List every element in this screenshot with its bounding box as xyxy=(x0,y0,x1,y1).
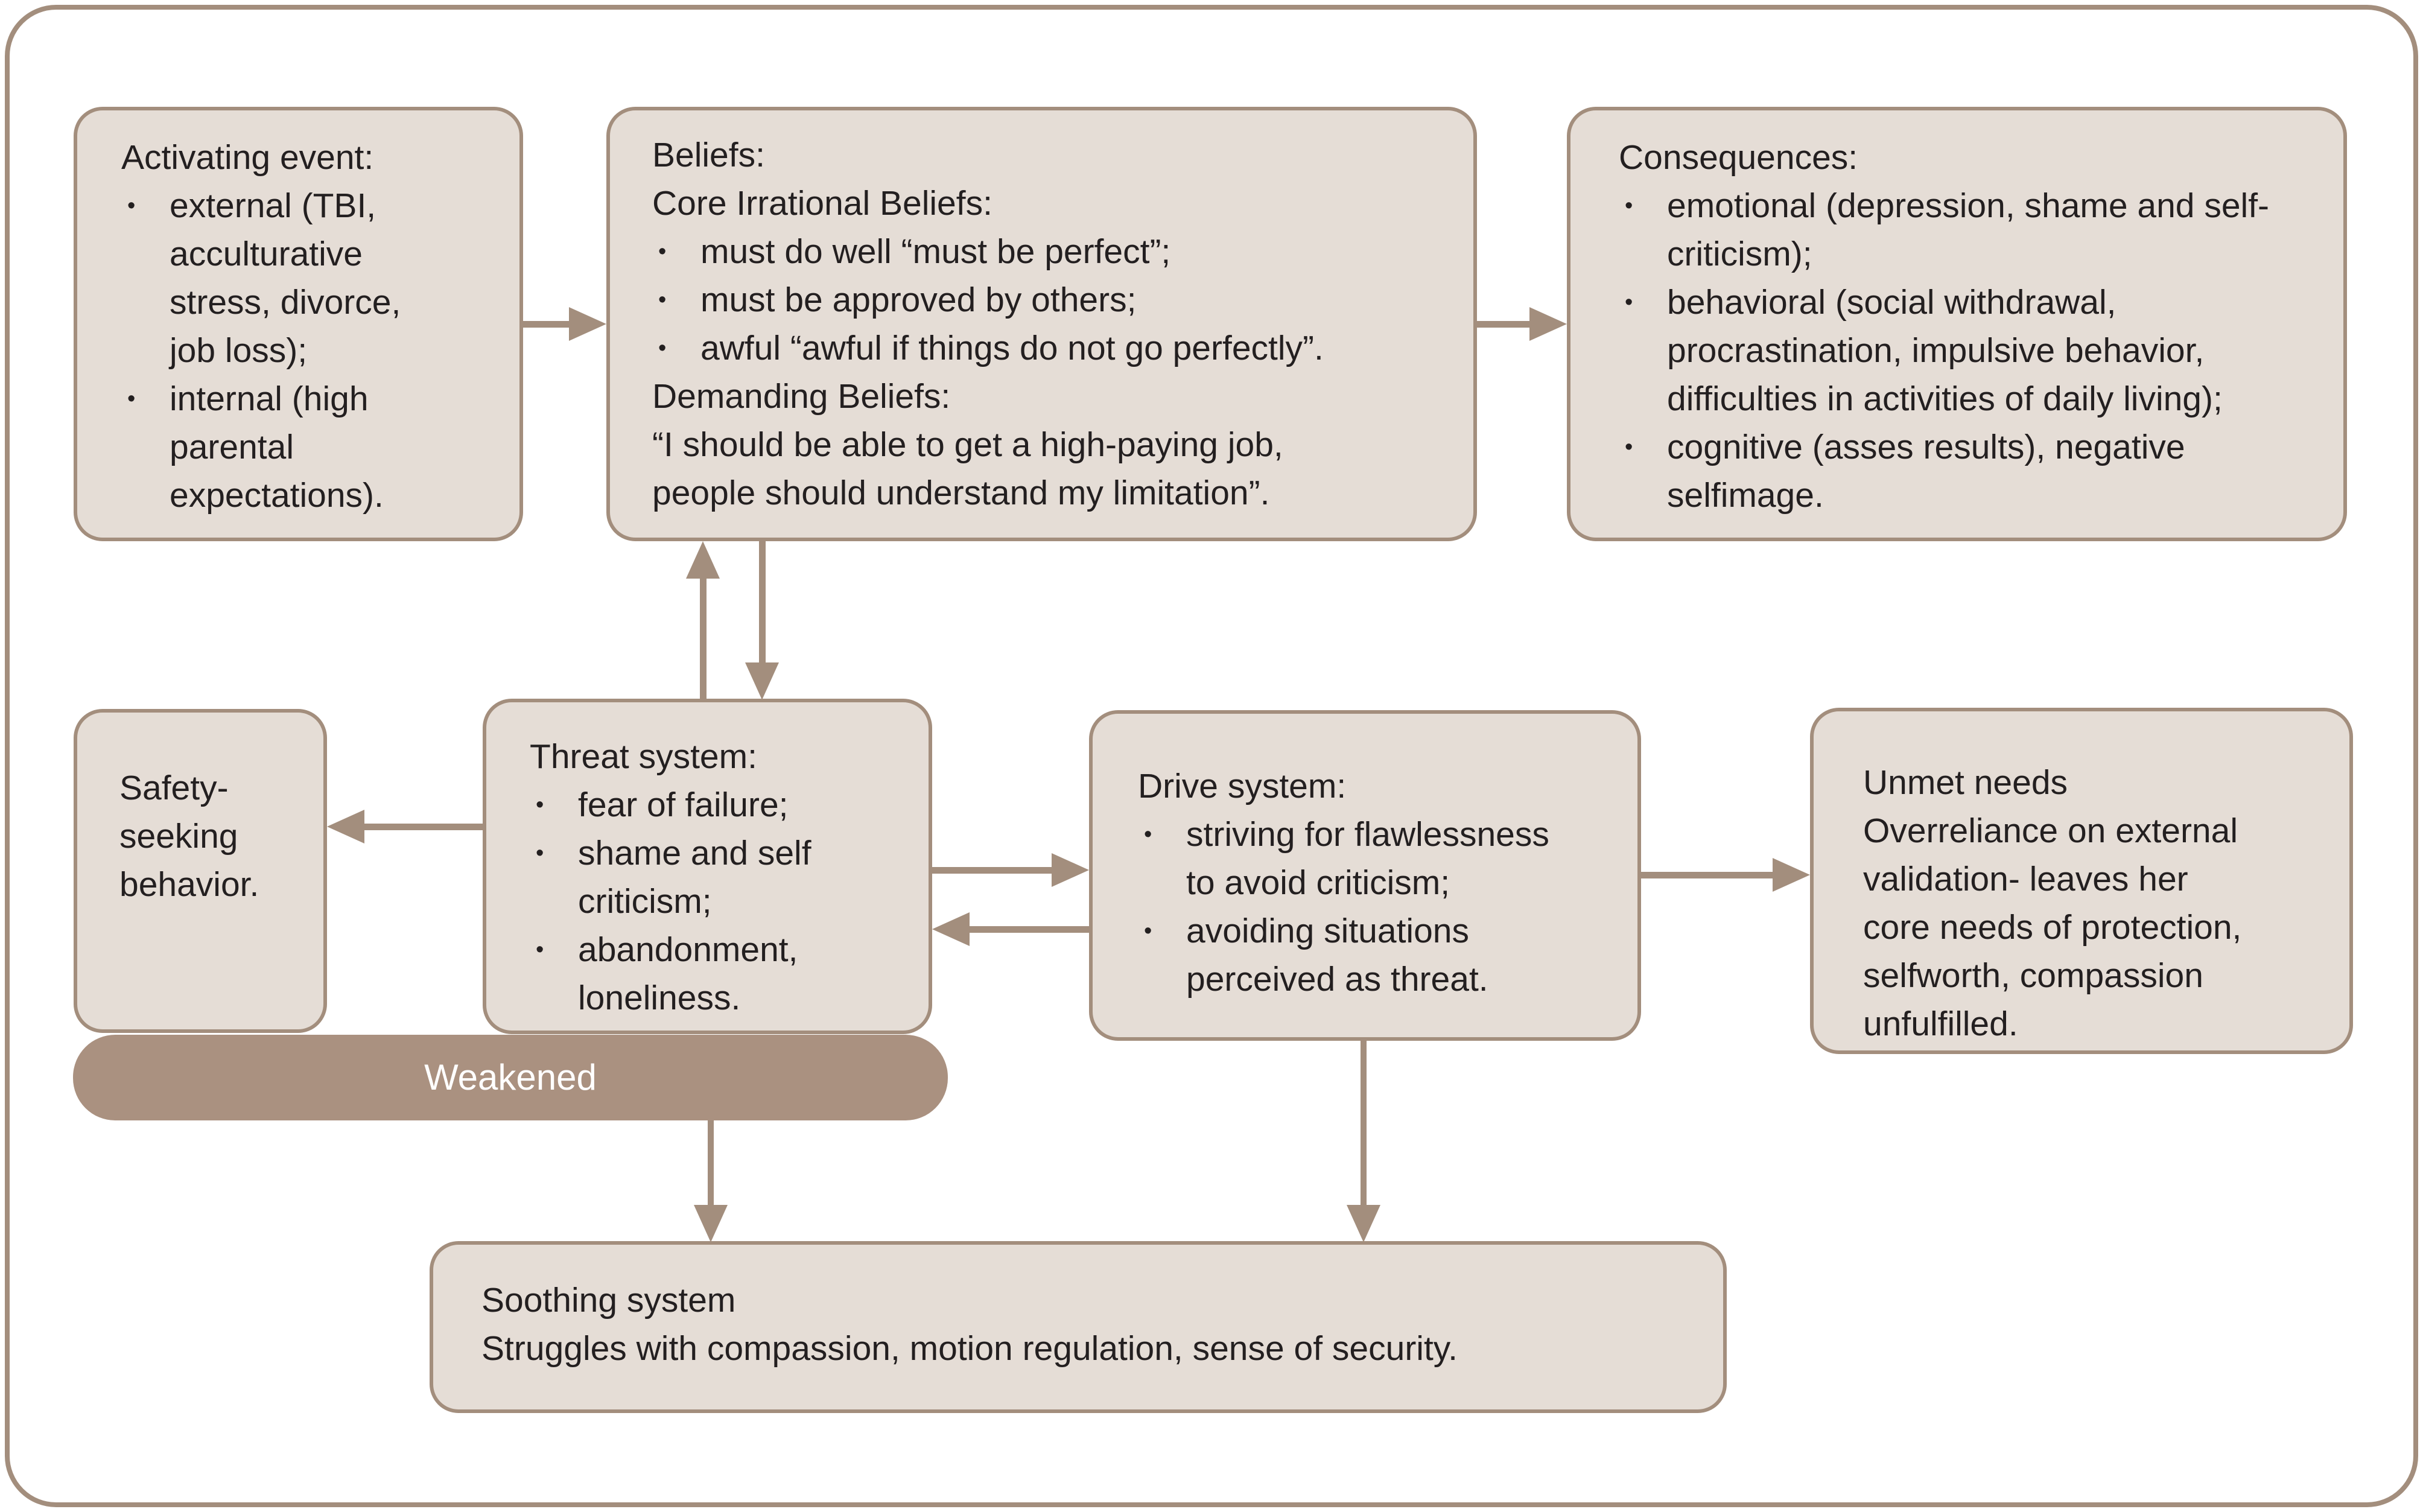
bullet-icon: • xyxy=(1144,918,1152,944)
list-item: • external (TBI, acculturative stress, d… xyxy=(121,182,441,375)
box-text: Struggles with compassion, motion regula… xyxy=(481,1329,1458,1368)
bullet-text: emotional (depression, shame and self-cr… xyxy=(1667,186,2270,273)
bullet-icon: • xyxy=(1625,434,1633,460)
bullet-text: external (TBI, acculturative stress, div… xyxy=(170,186,401,370)
list-item: • shame and self criticism; xyxy=(530,829,904,926)
list-item: • striving for flawlessness to avoid cri… xyxy=(1138,810,1565,907)
threat-system-box: Threat system: • fear of failure; • sham… xyxy=(483,699,932,1034)
list-item: • cognitive (asses results), negative se… xyxy=(1619,423,2301,519)
box-title: Beliefs: xyxy=(652,136,765,174)
bullet-icon: • xyxy=(658,335,667,361)
box-title: Consequences: xyxy=(1619,138,1858,177)
box-subtitle: Core Irrational Beliefs: xyxy=(652,184,992,223)
box-title: Drive system: xyxy=(1138,767,1347,805)
list-item: • emotional (depression, shame and self-… xyxy=(1619,182,2301,278)
bullet-text: abandonment, loneliness. xyxy=(578,930,798,1017)
bullet-text: fear of failure; xyxy=(578,786,789,824)
bullet-icon: • xyxy=(127,193,136,218)
box-text: Safety-seeking behavior. xyxy=(119,769,259,904)
activating-event-box: Activating event: • external (TBI, accul… xyxy=(74,107,523,541)
bullet-text: avoiding situations perceived as threat. xyxy=(1186,912,1488,999)
box-title: Unmet needs xyxy=(1863,763,2068,802)
box-subtitle: Demanding Beliefs: xyxy=(652,377,951,416)
drive-system-box: Drive system: • striving for flawlessnes… xyxy=(1089,710,1641,1041)
weakened-label: Weakened xyxy=(424,1057,597,1097)
bullet-text: must be approved by others; xyxy=(700,281,1137,319)
box-title: Soothing system xyxy=(481,1281,736,1320)
list-item: • fear of failure; xyxy=(530,781,904,829)
consequences-box: Consequences: • emotional (depression, s… xyxy=(1567,107,2347,541)
bullet-icon: • xyxy=(1625,290,1633,315)
bullet-text: shame and self criticism; xyxy=(578,834,811,921)
list-item: • internal (high parental expectations). xyxy=(121,375,441,519)
box-text: “I should be able to get a high-paying j… xyxy=(652,425,1283,512)
box-title: Threat system: xyxy=(530,737,757,776)
beliefs-box: Beliefs: Core Irrational Beliefs: • must… xyxy=(606,107,1477,541)
bullet-icon: • xyxy=(127,386,136,411)
bullet-icon: • xyxy=(536,937,544,962)
list-item: • must do well “must be perfect”; xyxy=(652,227,1347,276)
list-item: • abandonment, loneliness. xyxy=(530,926,904,1022)
safety-seeking-box: Safety-seeking behavior. xyxy=(74,709,327,1033)
bullet-text: awful “awful if things do not go perfect… xyxy=(700,329,1324,367)
bullet-icon: • xyxy=(536,840,544,866)
soothing-system-box: Soothing system Struggles with compassio… xyxy=(430,1241,1727,1413)
bullet-text: internal (high parental expectations). xyxy=(170,380,384,515)
list-item: • avoiding situations perceived as threa… xyxy=(1138,907,1565,1003)
bullet-icon: • xyxy=(1144,822,1152,847)
list-item: • behavioral (social withdrawal, procras… xyxy=(1619,278,2301,423)
list-item: • awful “awful if things do not go perfe… xyxy=(652,324,1347,372)
bullet-text: must do well “must be perfect”; xyxy=(700,232,1171,271)
bullet-icon: • xyxy=(658,239,667,264)
bullet-text: striving for flawlessness to avoid criti… xyxy=(1186,815,1549,902)
figure-border-frame xyxy=(5,5,2418,1507)
bullet-text: cognitive (asses results), negative self… xyxy=(1667,428,2185,515)
weakened-bar: Weakened xyxy=(73,1035,948,1120)
bullet-icon: • xyxy=(536,792,544,818)
bullet-icon: • xyxy=(1625,193,1633,218)
unmet-needs-box: Unmet needs Overreliance on external val… xyxy=(1810,708,2353,1054)
list-item: • must be approved by others; xyxy=(652,276,1347,324)
bullet-icon: • xyxy=(658,287,667,313)
box-text: Overreliance on external validation- lea… xyxy=(1863,812,2242,1043)
box-title: Activating event: xyxy=(121,138,374,177)
bullet-text: behavioral (social withdrawal, procrasti… xyxy=(1667,283,2223,418)
